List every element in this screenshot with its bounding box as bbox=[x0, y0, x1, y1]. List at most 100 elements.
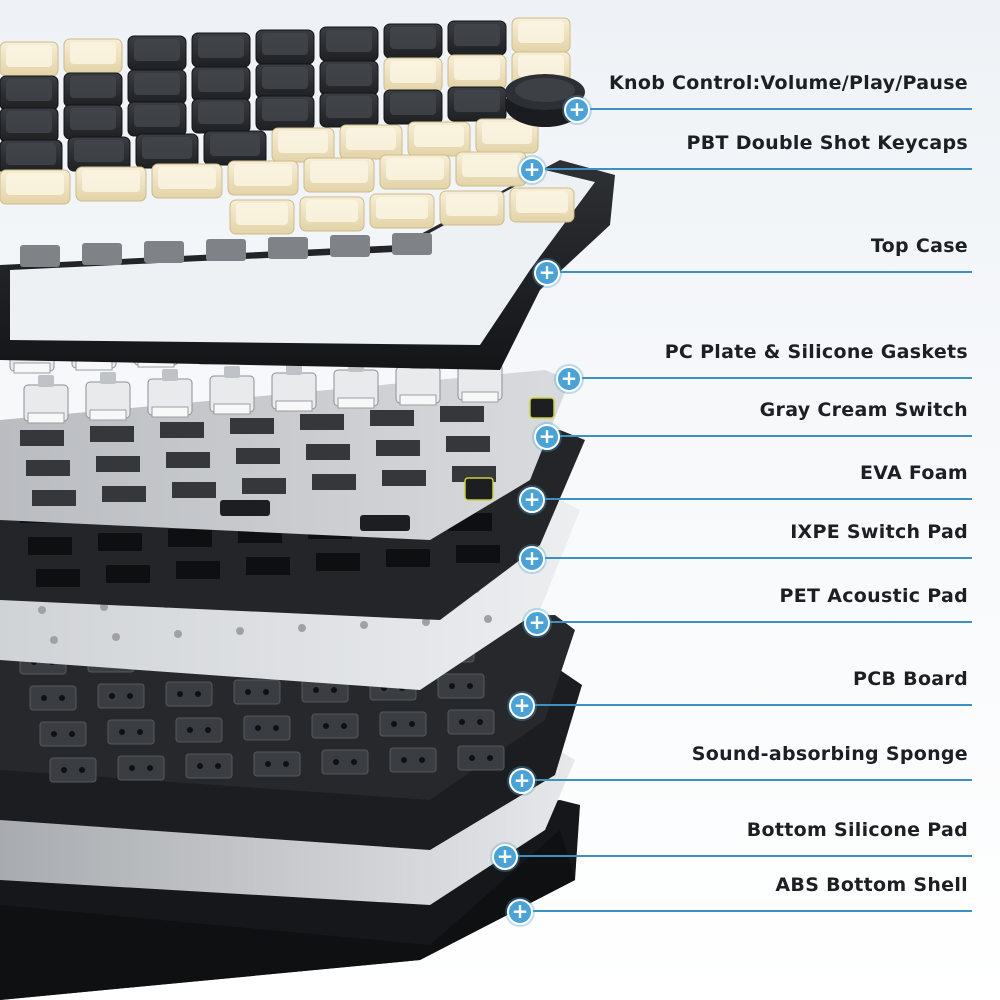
switch-top bbox=[20, 245, 60, 267]
keycap-top bbox=[376, 197, 428, 219]
plus-icon[interactable]: + bbox=[509, 693, 535, 719]
ixpe-cutout bbox=[386, 549, 430, 567]
plus-icon[interactable]: + bbox=[519, 487, 545, 513]
leader-line-pc_plate bbox=[578, 377, 972, 379]
pcb-socket-hole bbox=[265, 761, 271, 767]
pcb-socket-hole bbox=[331, 687, 337, 693]
pet-pad-hole bbox=[100, 603, 108, 611]
plus-icon[interactable]: + bbox=[524, 610, 550, 636]
keycap-top bbox=[462, 155, 520, 177]
layer-label-pcb: PCB Board bbox=[853, 668, 968, 690]
keycap-top bbox=[6, 173, 64, 195]
keycap-top bbox=[518, 55, 564, 77]
pcb-socket-hole bbox=[245, 689, 251, 695]
pcb-socket-hole bbox=[129, 765, 135, 771]
pcb-socket-hole bbox=[409, 721, 415, 727]
keycap-top bbox=[134, 39, 180, 61]
keycap-top bbox=[482, 122, 532, 144]
leader-line-ixpe bbox=[541, 557, 972, 559]
plus-icon[interactable]: + bbox=[519, 546, 545, 572]
pcb-socket-hole bbox=[419, 757, 425, 763]
keycap-top bbox=[278, 131, 328, 153]
pcb-socket-hole bbox=[119, 729, 125, 735]
keycap-top bbox=[234, 164, 292, 186]
keycap-top bbox=[210, 134, 260, 156]
switch-base bbox=[461, 391, 499, 403]
switch-stem bbox=[162, 369, 178, 381]
switch-base bbox=[13, 362, 51, 374]
plus-icon[interactable]: + bbox=[492, 844, 518, 870]
eva-cutout bbox=[32, 490, 76, 506]
plus-icon[interactable]: + bbox=[534, 424, 560, 450]
keycap-top bbox=[198, 102, 244, 124]
pcb-socket-hole bbox=[401, 757, 407, 763]
pcb-socket-hole bbox=[351, 759, 357, 765]
plus-icon[interactable]: + bbox=[507, 899, 533, 925]
pcb-socket bbox=[233, 679, 281, 705]
switch-base bbox=[399, 394, 437, 406]
eva-cutout bbox=[26, 460, 70, 476]
layer-label-sponge: Sound-absorbing Sponge bbox=[691, 743, 968, 765]
ixpe-cutout bbox=[98, 533, 142, 551]
pcb-socket bbox=[97, 683, 145, 709]
keycap-top bbox=[346, 128, 396, 150]
pcb-socket-hole bbox=[333, 759, 339, 765]
keycap-top bbox=[390, 27, 436, 49]
pcb-socket bbox=[321, 749, 369, 775]
keycap-top bbox=[134, 73, 180, 95]
eva-cutout bbox=[20, 430, 64, 446]
leader-line-pet bbox=[546, 621, 972, 623]
switch-top bbox=[144, 241, 184, 263]
pcb-socket-hole bbox=[459, 719, 465, 725]
plus-icon[interactable]: + bbox=[564, 97, 590, 123]
switch-stem bbox=[224, 366, 240, 378]
pcb-socket bbox=[29, 685, 77, 711]
keycap-top bbox=[454, 58, 500, 80]
plus-icon[interactable]: + bbox=[519, 157, 545, 183]
switch-stem bbox=[38, 375, 54, 387]
keycap-top bbox=[6, 45, 52, 67]
ixpe-cutout bbox=[168, 529, 212, 547]
keycap-top bbox=[414, 125, 464, 147]
pet-pad-hole bbox=[38, 606, 46, 614]
keycap-top bbox=[70, 42, 116, 64]
leader-line-top_case bbox=[556, 271, 972, 273]
pcb-socket-hole bbox=[487, 755, 493, 761]
pcb-socket bbox=[447, 709, 495, 735]
plus-icon[interactable]: + bbox=[534, 260, 560, 286]
keycap-top bbox=[454, 24, 500, 46]
pet-pad-hole bbox=[422, 618, 430, 626]
pet-pad-hole bbox=[484, 615, 492, 623]
pcb-socket-hole bbox=[109, 693, 115, 699]
keycap-top bbox=[198, 70, 244, 92]
pcb-socket-hole bbox=[215, 763, 221, 769]
ixpe-cutout bbox=[246, 557, 290, 575]
switch-base bbox=[275, 400, 313, 412]
switch-top bbox=[206, 239, 246, 261]
keycap-top bbox=[262, 99, 308, 121]
pcb-socket bbox=[39, 721, 87, 747]
pet-pad-hole bbox=[360, 621, 368, 629]
pcb-socket bbox=[165, 681, 213, 707]
keycap-top bbox=[310, 161, 368, 183]
pcb-socket bbox=[175, 717, 223, 743]
pcb-socket bbox=[457, 745, 505, 771]
plus-icon[interactable]: + bbox=[509, 768, 535, 794]
plus-icon[interactable]: + bbox=[556, 366, 582, 392]
keycap-top bbox=[82, 170, 140, 192]
keycap-top bbox=[390, 93, 436, 115]
keycap-top bbox=[518, 21, 564, 43]
pcb-socket-hole bbox=[205, 727, 211, 733]
eva-cutout bbox=[306, 444, 350, 460]
switch-top bbox=[330, 235, 370, 257]
pcb-socket-hole bbox=[197, 763, 203, 769]
leader-line-silicone_pad bbox=[514, 855, 972, 857]
pcb-socket bbox=[107, 719, 155, 745]
eva-cutout bbox=[96, 456, 140, 472]
eva-cutout bbox=[312, 474, 356, 490]
pcb-socket bbox=[389, 747, 437, 773]
leader-line-switch bbox=[556, 435, 972, 437]
pcb-socket-hole bbox=[79, 767, 85, 773]
eva-cutout bbox=[370, 410, 414, 426]
